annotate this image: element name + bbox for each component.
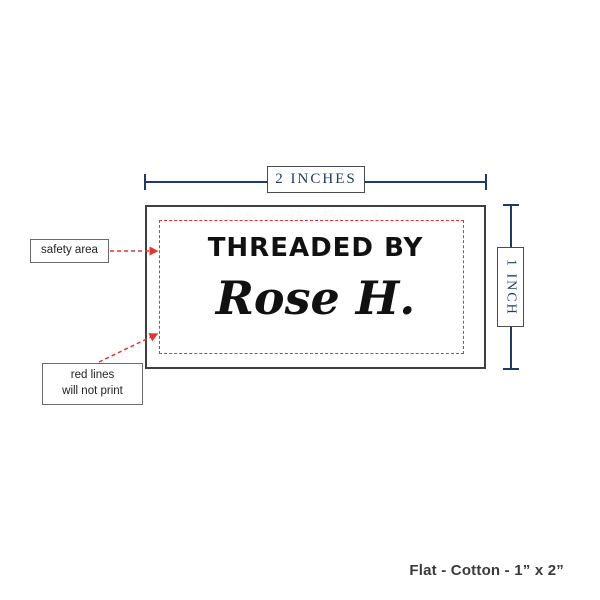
callout-safety-area: safety area (30, 239, 109, 263)
width-dimension-cap-right (485, 174, 487, 190)
safety-area-outline (159, 220, 464, 354)
footer-caption: Flat - Cotton - 1” x 2” (409, 562, 564, 579)
height-dimension-cap-top (503, 204, 519, 206)
callout-safety-area-label: safety area (41, 244, 98, 257)
width-dimension-cap-left (144, 174, 146, 190)
label-text-script: Rose H. (215, 271, 416, 325)
callout-red-lines-label-line2: will not print (62, 385, 123, 397)
height-dimension-label: 1 INCH (497, 247, 524, 327)
callout-red-lines-label-line1: red lines (70, 369, 115, 382)
callout-red-lines: red lines will not print (42, 363, 143, 405)
width-dimension-label: 2 INCHES (267, 166, 365, 193)
label-text-primary: THREADED BY (207, 233, 424, 263)
height-dimension-cap-bottom (503, 368, 519, 370)
label-preview: THREADED BY Rose H. (145, 205, 486, 369)
